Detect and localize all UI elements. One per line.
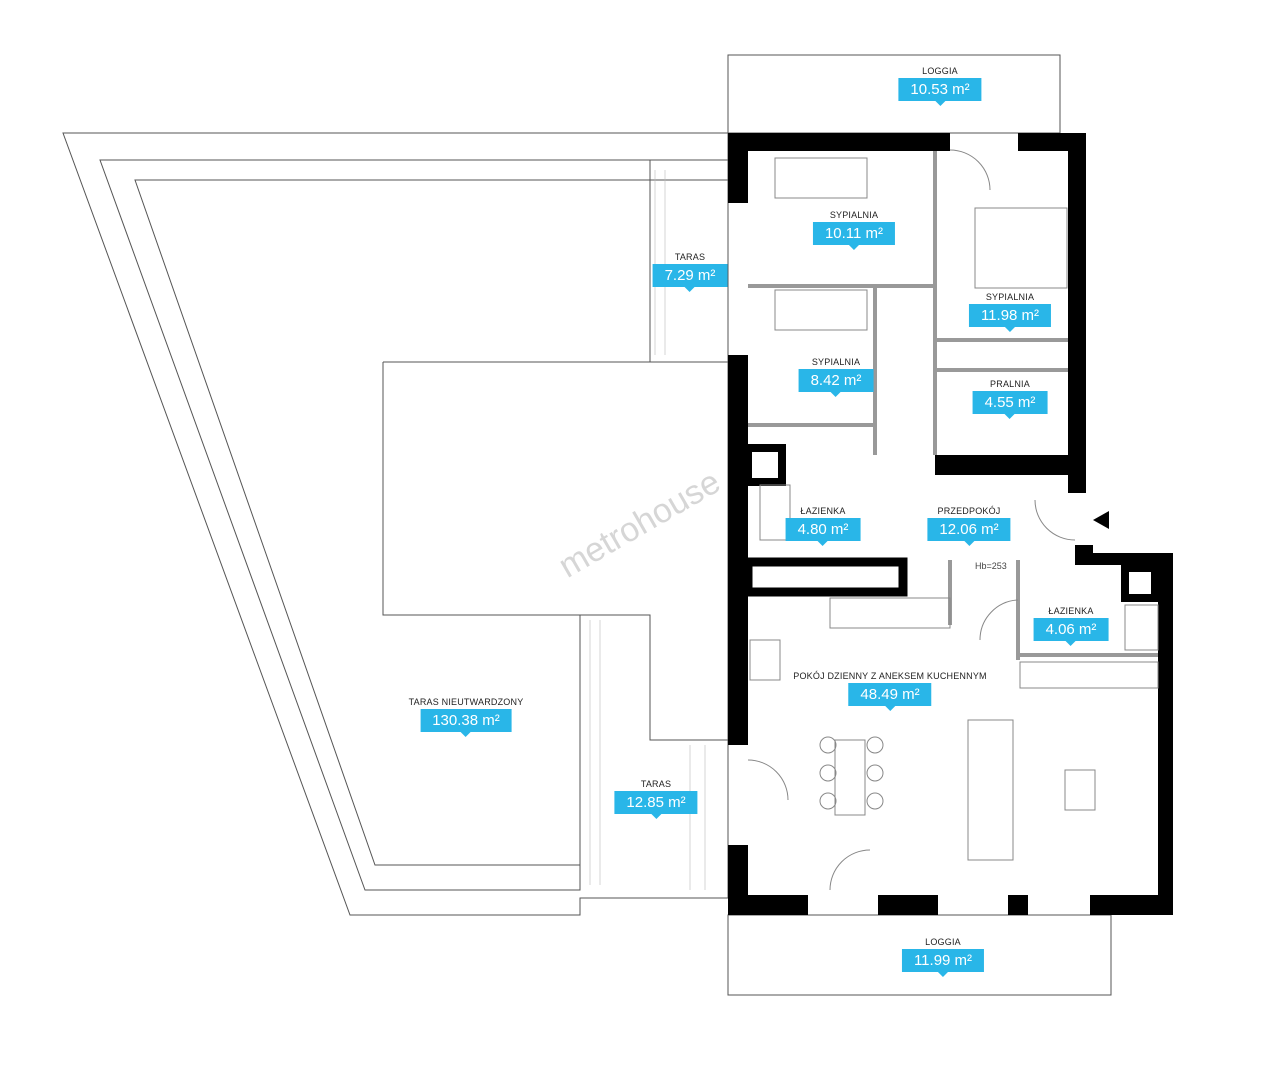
room-area: 48.49 m²: [848, 683, 932, 711]
room-label-bedroom-1: SYPIALNIA 10.11 m²: [812, 210, 896, 250]
room-area: 8.42 m²: [798, 369, 874, 397]
room-name: LOGGIA: [922, 66, 958, 76]
room-label-terrace-bottom: TARAS 12.85 m²: [614, 779, 698, 819]
room-label-bedroom-2: SYPIALNIA 11.98 m²: [968, 292, 1052, 332]
room-label-bedroom-3: SYPIALNIA 8.42 m²: [798, 357, 874, 397]
room-name: PRZEDPOKÓJ: [937, 506, 1001, 516]
ceiling-height-label: Hb=253: [975, 561, 1007, 571]
room-label-terrace-top: TARAS 7.29 m²: [652, 252, 728, 292]
room-area: 11.99 m²: [901, 949, 985, 977]
room-name: SYPIALNIA: [985, 292, 1035, 302]
room-label-loggia-bottom: LOGGIA 11.99 m²: [901, 937, 985, 977]
room-name: SYPIALNIA: [829, 210, 879, 220]
room-name: SYPIALNIA: [811, 357, 861, 367]
room-label-unpaved-terrace: TARAS NIEUTWARDZONY 130.38 m²: [408, 697, 524, 737]
room-name: ŁAZIENKA: [1048, 606, 1094, 616]
room-name: PRALNIA: [990, 379, 1030, 389]
room-area: 12.85 m²: [614, 791, 698, 819]
room-name: TARAS NIEUTWARDZONY: [408, 697, 524, 707]
room-label-living-room: POKÓJ DZIENNY Z ANEKSEM KUCHENNYM 48.49 m…: [793, 671, 987, 711]
room-name: POKÓJ DZIENNY Z ANEKSEM KUCHENNYM: [793, 671, 987, 681]
room-label-hallway: PRZEDPOKÓJ 12.06 m²: [927, 506, 1011, 546]
room-area: 4.06 m²: [1033, 618, 1109, 646]
room-area: 10.53 m²: [898, 78, 982, 106]
room-area: 4.55 m²: [972, 391, 1048, 419]
room-name: ŁAZIENKA: [800, 506, 846, 516]
room-label-bathroom-1: ŁAZIENKA 4.80 m²: [785, 506, 861, 546]
entrance-arrow-icon: [1093, 511, 1109, 529]
room-area: 4.80 m²: [785, 518, 861, 546]
room-area: 12.06 m²: [927, 518, 1011, 546]
room-area: 10.11 m²: [812, 222, 896, 250]
room-name: TARAS: [640, 779, 672, 789]
room-label-loggia-top: LOGGIA 10.53 m²: [898, 66, 982, 106]
room-label-bathroom-2: ŁAZIENKA 4.06 m²: [1033, 606, 1109, 646]
room-area: 130.38 m²: [420, 709, 512, 737]
room-name: LOGGIA: [925, 937, 961, 947]
room-name: TARAS: [674, 252, 706, 262]
room-label-laundry: PRALNIA 4.55 m²: [972, 379, 1048, 419]
room-area: 11.98 m²: [968, 304, 1052, 332]
room-area: 7.29 m²: [652, 264, 728, 292]
